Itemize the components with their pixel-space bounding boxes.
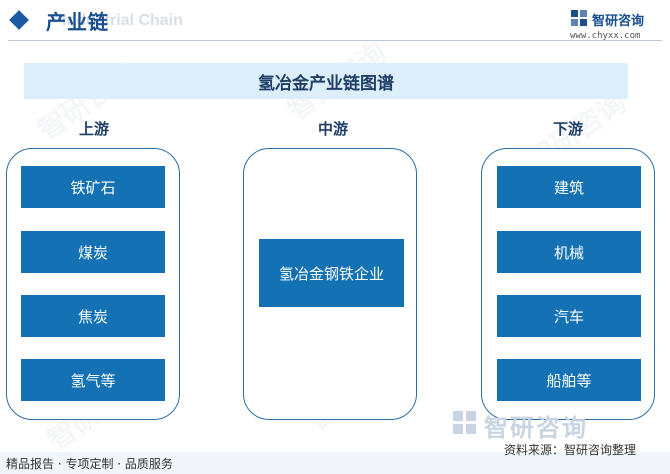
brand-name: 智研咨询 bbox=[592, 14, 645, 29]
diagram-title-band: 氢冶金产业链图谱 bbox=[24, 63, 628, 99]
page-title: 产业链 bbox=[46, 10, 109, 34]
brand-watermark-icon bbox=[453, 411, 476, 434]
upstream-node: 铁矿石 bbox=[21, 166, 165, 208]
upstream-node: 氢气等 bbox=[21, 359, 165, 401]
brand-watermark: 智研咨询 bbox=[484, 414, 588, 442]
upstream-label: 上游 bbox=[78, 120, 109, 138]
downstream-node: 机械 bbox=[497, 231, 641, 273]
page-header: Industrial Chain 产业链 智研咨询 www.chyxx.com bbox=[0, 0, 670, 44]
footer-band bbox=[0, 452, 670, 474]
diamond-icon bbox=[9, 10, 29, 30]
upstream-node: 煤炭 bbox=[21, 231, 165, 273]
source-note: 资料来源：智研咨询整理 bbox=[504, 443, 637, 457]
midstream-node: 氢冶金钢铁企业 bbox=[259, 239, 404, 307]
header-ghost-text: Industrial Chain bbox=[62, 12, 183, 29]
diagram-title: 氢冶金产业链图谱 bbox=[258, 73, 394, 94]
downstream-node: 建筑 bbox=[497, 166, 641, 208]
downstream-node: 汽车 bbox=[497, 295, 641, 337]
brand-logo: 智研咨询 www.chyxx.com bbox=[570, 9, 662, 43]
upstream-node: 焦炭 bbox=[21, 295, 165, 337]
brand-logo-icon bbox=[571, 10, 587, 26]
downstream-label: 下游 bbox=[552, 120, 583, 138]
downstream-node: 船舶等 bbox=[497, 359, 641, 401]
footer-tagline: 精品报告 · 专项定制 · 品质服务 bbox=[6, 457, 173, 471]
midstream-label: 中游 bbox=[317, 120, 348, 138]
brand-url: www.chyxx.com bbox=[570, 31, 641, 41]
header-divider bbox=[8, 40, 662, 41]
